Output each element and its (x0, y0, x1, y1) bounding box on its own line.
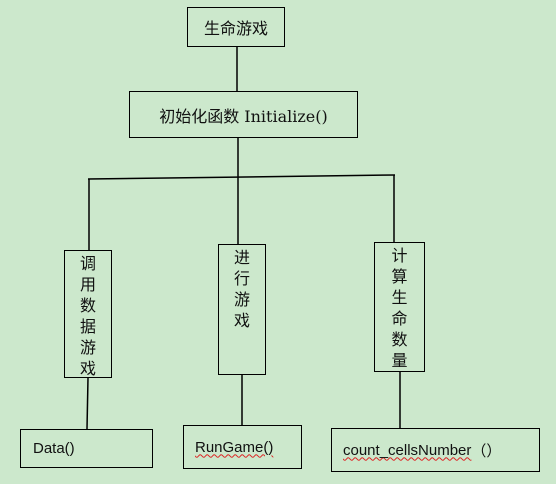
rungame-fn-node: RunGame() (183, 425, 302, 469)
root-node: 生命游戏 (187, 7, 285, 47)
root-label: 生命游戏 (203, 19, 268, 38)
run-game-label: 进行游戏 (234, 248, 251, 330)
bus-line (87, 174, 396, 180)
init-label: 初始化函数 Initialize() (159, 106, 328, 126)
call-data-node: 调用数据游戏 (64, 250, 112, 378)
count-fn-node: count_cellsNumber（） (331, 428, 540, 472)
count-fn-label: count_cellsNumber (343, 441, 472, 459)
count-cells-node: 计算生命数量 (374, 242, 425, 372)
call-data-label: 调用数据游戏 (80, 254, 97, 378)
init-node: 初始化函数 Initialize() (129, 91, 358, 138)
edge-call-data (86, 377, 89, 430)
data-fn-node: Data() (20, 429, 153, 468)
rungame-fn-label: RunGame() (195, 438, 274, 456)
count-cells-label: 计算生命数量 (391, 246, 408, 370)
count-fn-parens: （） (471, 442, 502, 460)
data-fn-label: Data() (33, 440, 75, 457)
run-game-node: 进行游戏 (218, 244, 266, 375)
